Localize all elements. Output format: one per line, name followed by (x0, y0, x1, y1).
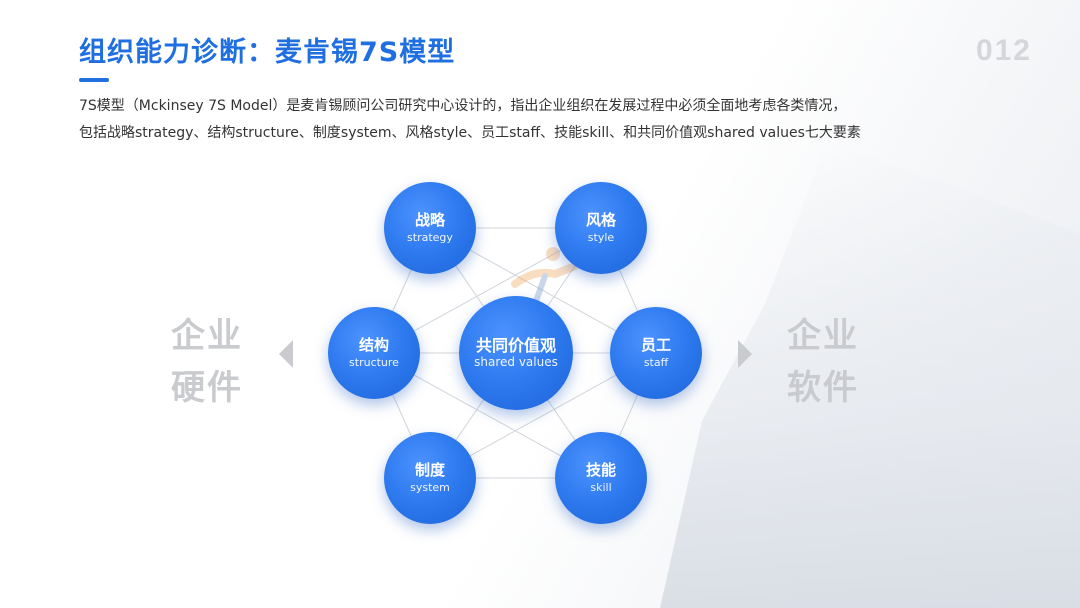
node-style-cn: 风格 (585, 211, 616, 229)
right-arrow-icon (738, 340, 752, 368)
node-structure: 结构 structure (328, 307, 420, 399)
hardware-label-line-1: 企业 (171, 316, 243, 356)
node-system-cn: 制度 (414, 461, 445, 479)
software-label: 企业 软件 (778, 310, 868, 414)
page-number: 012 (975, 34, 1032, 67)
software-label-line-2: 软件 (787, 368, 859, 408)
description: 7S模型（Mckinsey 7S Model）是麦肯锡顾问公司研究中心设计的，指… (79, 93, 999, 147)
software-label-line-1: 企业 (787, 316, 859, 356)
hardware-label: 企业 硬件 (162, 310, 252, 414)
description-line-1: 7S模型（Mckinsey 7S Model）是麦肯锡顾问公司研究中心设计的，指… (79, 98, 847, 114)
node-style: 风格 style (555, 182, 647, 274)
node-staff-cn: 员工 (640, 336, 671, 354)
page-title: 组织能力诊断：麦肯锡7S模型 (79, 37, 456, 68)
node-skill-en: skill (590, 481, 612, 494)
title-underline (79, 78, 109, 82)
node-skill: 技能 skill (555, 432, 647, 524)
node-shared-values: 共同价值观 shared values (459, 296, 573, 410)
node-staff: 员工 staff (610, 307, 702, 399)
node-staff-en: staff (643, 356, 669, 369)
node-strategy-cn: 战略 (414, 211, 445, 229)
node-shared-values-cn: 共同价值观 (475, 336, 556, 355)
node-strategy: 战略 strategy (384, 182, 476, 274)
hardware-label-line-2: 硬件 (171, 368, 243, 408)
node-skill-cn: 技能 (585, 461, 616, 479)
description-line-2: 包括战略strategy、结构structure、制度system、风格styl… (79, 125, 861, 141)
node-structure-cn: 结构 (358, 336, 389, 354)
node-system-en: system (410, 481, 450, 494)
node-strategy-en: strategy (407, 231, 453, 244)
node-style-en: style (587, 231, 615, 244)
left-arrow-icon (279, 340, 293, 368)
node-shared-values-en: shared values (474, 355, 558, 369)
node-structure-en: structure (349, 356, 399, 369)
node-system: 制度 system (384, 432, 476, 524)
